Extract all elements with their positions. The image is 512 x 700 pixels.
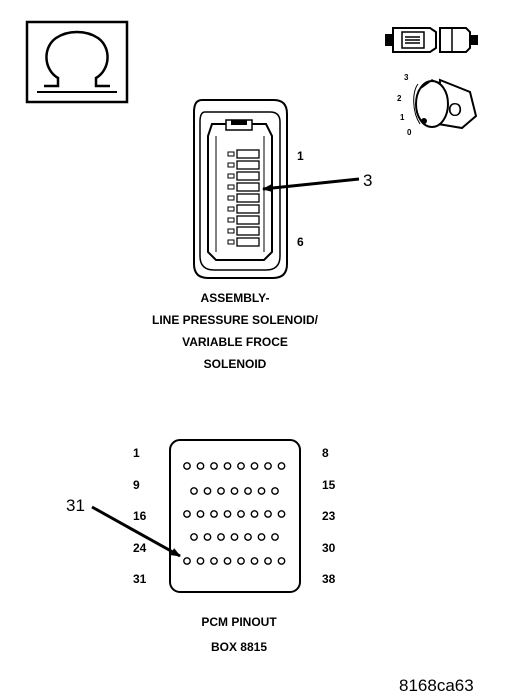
ignition-position-3: 3 — [404, 73, 409, 82]
connector-plug-icon — [385, 27, 478, 53]
pcm-row-right-label-3: 23 — [322, 509, 336, 523]
pcm-pin-hole — [203, 533, 212, 541]
pcm-callout-arrow — [91, 505, 181, 558]
pcm-pin-hole — [277, 462, 286, 470]
connector-cavities — [227, 149, 260, 247]
connector-pin-last-label: 6 — [297, 235, 304, 249]
ignition-key-icon: 3 2 1 0 O — [397, 73, 478, 137]
pcm-pin-hole — [223, 510, 232, 518]
solenoid-connector — [193, 99, 288, 279]
connector-cavity — [236, 182, 260, 192]
connector-terminal — [227, 228, 235, 234]
pcm-caption-line-2: BOX 8815 — [211, 640, 267, 654]
pcm-row-right-label-4: 30 — [322, 541, 336, 555]
ignition-lock-label: O — [448, 100, 462, 120]
connector-terminal — [227, 151, 235, 157]
pcm-row-left-label-1: 1 — [133, 446, 140, 460]
connector-terminal — [227, 195, 235, 201]
figure-id: 8168ca63 — [399, 676, 474, 695]
connector-cavity — [236, 204, 260, 214]
pcm-pin-hole — [210, 462, 218, 470]
ignition-position-0: 0 — [407, 128, 412, 137]
pcm-pin-hole — [271, 487, 279, 495]
pcm-pin-hole — [183, 557, 191, 565]
connector-pin-first-label: 1 — [297, 149, 304, 163]
connector-title-line-3: VARIABLE FROCE — [182, 335, 288, 349]
pcm-pin-hole — [264, 462, 272, 470]
connector-terminal — [227, 239, 235, 245]
pcm-pin-hole — [244, 533, 252, 541]
pcm-pin-hole — [183, 462, 191, 470]
connector-title-line-4: SOLENOID — [204, 357, 267, 371]
pcm-row-right-label-2: 15 — [322, 478, 336, 492]
connector-terminal — [227, 173, 235, 179]
pcm-pin-hole — [196, 510, 205, 518]
connector-cavity — [236, 226, 260, 236]
pcm-callout-number: 31 — [66, 496, 85, 515]
pcm-pin-hole — [237, 557, 245, 565]
connector-callout-arrow — [262, 177, 360, 193]
pcm-pin-hole — [217, 487, 225, 495]
pcm-pin-hole — [250, 510, 259, 518]
pcm-row-left-label-2: 9 — [133, 478, 140, 492]
connector-terminal — [227, 206, 235, 212]
pcm-pin-hole — [237, 462, 245, 470]
pcm-pin-hole — [237, 510, 245, 518]
pcm-pin-hole — [196, 557, 205, 565]
connector-cavity — [236, 215, 260, 225]
connector-terminal — [227, 184, 235, 190]
connector-cavity — [236, 237, 260, 247]
pcm-pin-hole — [264, 510, 272, 518]
ignition-position-2: 2 — [397, 94, 402, 103]
pcm-caption-line-1: PCM PINOUT — [201, 615, 277, 629]
connector-cavity — [236, 160, 260, 170]
connector-callout-number: 3 — [363, 171, 372, 190]
pcm-pin-hole — [264, 557, 272, 565]
pcm-row-left-label-3: 16 — [133, 509, 147, 523]
pcm-pin-hole — [250, 462, 259, 470]
pcm-pin-hole — [190, 533, 198, 541]
pcm-pin-hole — [250, 557, 259, 565]
ignition-position-1: 1 — [400, 113, 405, 122]
pcm-pin-hole — [277, 510, 286, 518]
connector-title-line-2: LINE PRESSURE SOLENOID/ — [152, 313, 319, 327]
pcm-row-right-label-1: 8 — [322, 446, 329, 460]
connector-terminal — [227, 162, 235, 168]
connector-cavity — [236, 193, 260, 203]
pcm-pin-hole — [217, 533, 225, 541]
pcm-pin-hole — [203, 487, 212, 495]
pcm-pin-hole — [190, 487, 198, 495]
pcm-pin-hole — [223, 462, 232, 470]
pcm-pinout-box — [169, 439, 301, 593]
pcm-pin-hole — [223, 557, 232, 565]
pcm-pin-hole — [230, 533, 239, 541]
pcm-row-left-label-4: 24 — [133, 541, 147, 555]
connector-terminal — [227, 217, 235, 223]
pcm-pin-hole — [210, 510, 218, 518]
pcm-row-left-label-5: 31 — [133, 572, 147, 586]
pcm-pin-hole — [244, 487, 252, 495]
pcm-pin-grid — [183, 462, 286, 565]
pcm-row-right-label-5: 38 — [322, 572, 336, 586]
connector-title-line-1: ASSEMBLY- — [201, 291, 270, 305]
ohm-meter-icon — [25, 20, 129, 104]
pcm-pin-hole — [257, 487, 266, 495]
pcm-pin-hole — [277, 557, 286, 565]
connector-cavity — [236, 171, 260, 181]
pcm-pin-hole — [257, 533, 266, 541]
connector-cavity — [236, 149, 260, 159]
pcm-pin-hole — [271, 533, 279, 541]
pcm-pin-hole — [196, 462, 205, 470]
pcm-pin-hole — [230, 487, 239, 495]
pcm-pin-hole — [210, 557, 218, 565]
pcm-pin-hole — [183, 510, 191, 518]
